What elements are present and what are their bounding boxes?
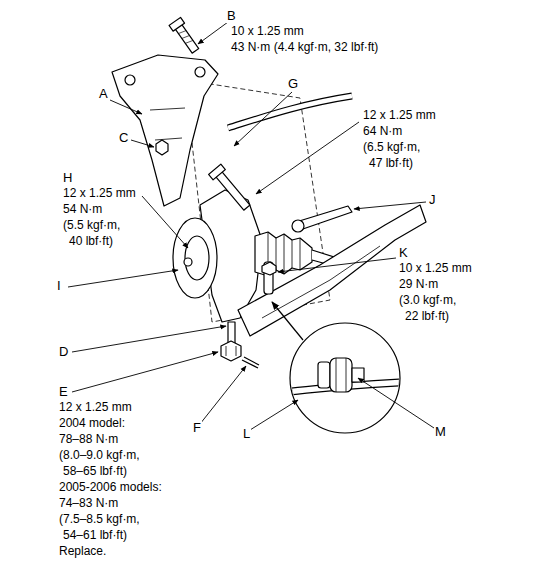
torque-spec: 2005-2006 models:: [58, 480, 163, 495]
callout-letter: L: [242, 426, 251, 441]
torque-spec: 10 x 1.25 mm: [398, 261, 473, 276]
callout-letter: M: [434, 424, 447, 439]
leader-lines: [68, 22, 434, 430]
torque-spec: 74–83 N·m: [58, 496, 119, 511]
callout-letter: H: [62, 170, 73, 185]
torque-spec: 78–88 N·m: [58, 432, 119, 447]
torque-spec: 40 lbf·ft): [68, 234, 114, 249]
torque-spec: (6.5 kgf·m,: [362, 140, 421, 155]
torque-spec: 47 lbf·ft): [368, 156, 414, 171]
upper-arm: [112, 55, 218, 206]
torque-spec: 29 N·m: [398, 277, 439, 292]
torque-spec: 54–61 lbf·ft): [62, 528, 128, 543]
torque-spec: (8.0–9.0 kgf·m,: [58, 448, 141, 463]
torque-spec: 2004 model:: [58, 416, 126, 431]
hub: [173, 218, 217, 298]
callout-letter: J: [428, 192, 437, 207]
torque-spec: 43 N·m (4.4 kgf·m, 32 lbf·ft): [230, 40, 379, 55]
callout-letter: E: [58, 384, 69, 399]
torque-spec: 54 N·m: [62, 202, 103, 217]
callout-letter: K: [398, 245, 409, 260]
callout-letter: F: [192, 420, 202, 435]
callout-letter: B: [226, 8, 237, 23]
detail-inset: [290, 323, 400, 433]
torque-spec: (5.5 kgf·m,: [62, 218, 121, 233]
callout-letter: I: [56, 278, 62, 293]
torque-spec: 58–65 lbf·ft): [62, 464, 128, 479]
callout-letter: D: [58, 344, 69, 359]
torque-spec: 10 x 1.25 mm: [230, 24, 305, 39]
torque-spec: 12 x 1.25 mm: [58, 400, 133, 415]
torque-spec: (7.5–8.5 kgf·m,: [58, 512, 141, 527]
torque-spec: (3.0 kgf·m,: [398, 293, 457, 308]
cotter-pin: [242, 357, 259, 368]
callout-letter: A: [98, 86, 109, 101]
torque-spec: 12 x 1.25 mm: [362, 108, 437, 123]
castle-nut: [221, 341, 241, 361]
callout-letter: C: [118, 130, 129, 145]
callout-letter: G: [287, 76, 299, 91]
stabilizer-bar: [228, 96, 352, 128]
torque-spec: 12 x 1.25 mm: [62, 186, 137, 201]
torque-spec: 22 lbf·ft): [404, 309, 450, 324]
torque-spec: Replace.: [58, 544, 107, 559]
torque-spec: 64 N·m: [362, 124, 403, 139]
